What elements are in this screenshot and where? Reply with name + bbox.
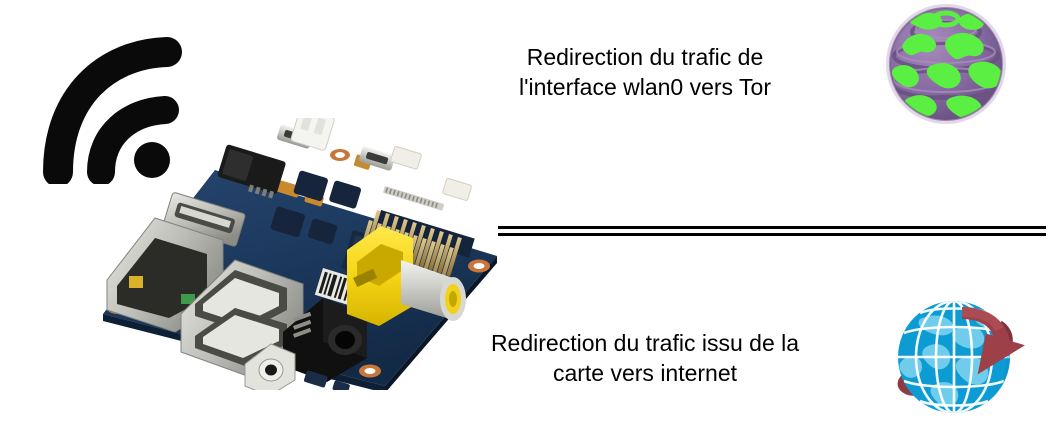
caption-wlan0-to-tor: Redirection du trafic de l'interface wla… (519, 44, 771, 100)
single-board-computer-icon (95, 118, 505, 390)
internet-globe-arrow-icon (890, 285, 1030, 425)
caption-card-to-internet: Redirection du trafic issu de la carte v… (490, 330, 800, 386)
link-line-upper (498, 226, 1046, 229)
link-line-lower (498, 233, 1046, 236)
wifi-icon (34, 32, 184, 184)
double-line-link (498, 222, 1046, 240)
tor-browser-logo-icon (884, 2, 1008, 126)
